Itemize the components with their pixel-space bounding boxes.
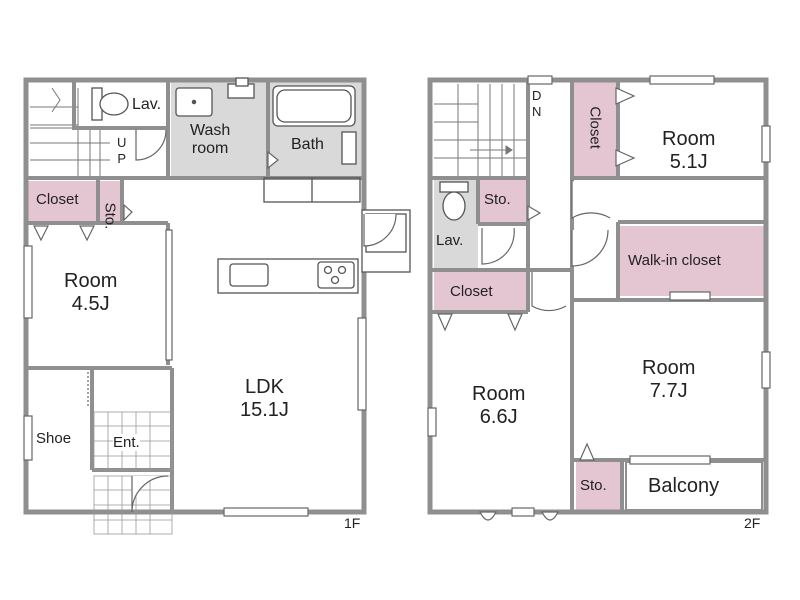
stair-up-label: U P — [117, 135, 127, 167]
balcony-label: Balcony — [648, 475, 720, 497]
entrance-tiles — [93, 411, 173, 535]
closet-label-2f: Closet — [450, 283, 493, 300]
storage-lower-2f-fill — [576, 462, 622, 510]
closet-vertical-fill — [574, 82, 616, 176]
lav-label-2f: Lav. — [436, 232, 464, 249]
wash-room-label: Wash room — [190, 122, 231, 158]
ldk-label: LDK 15.1J — [240, 376, 289, 421]
room-4-5j-label: Room 4.5J — [64, 270, 118, 315]
stairs-1f — [30, 87, 112, 176]
floor-2f-label: 2F — [744, 515, 761, 531]
stairs-2f — [434, 84, 526, 176]
doors-2f — [427, 75, 771, 521]
entrance-label: Ent. — [113, 434, 140, 452]
first-floor-plan — [23, 77, 411, 535]
closet-label-1f: Closet — [36, 191, 79, 208]
second-floor-plan — [427, 75, 771, 521]
storage-1f-fill — [98, 181, 122, 223]
room-6-6j-label: Room 6.6J — [472, 383, 526, 428]
storage-upper-2f-fill — [478, 180, 526, 224]
closet-vertical-label: Closet — [586, 106, 604, 149]
storage-upper-label-2f: Sto. — [484, 191, 511, 208]
walk-in-closet-fill — [620, 226, 764, 296]
shoe-label: Shoe — [36, 430, 72, 447]
doors-1f — [23, 129, 397, 517]
storage-lower-label-2f: Sto. — [580, 477, 607, 494]
walls-interior-2f — [432, 82, 764, 512]
floor-1f-label: 1F — [344, 515, 361, 531]
room-5-1j-label: Room 5.1J — [662, 128, 716, 173]
storage-label-1f: Sto. — [101, 202, 119, 230]
walk-in-closet-label: Walk-in closet — [628, 252, 721, 269]
fixtures-2f — [439, 181, 763, 511]
room-7-7j-label: Room 7.7J — [642, 357, 696, 402]
closet-1f-fill — [28, 181, 98, 223]
bath-label: Bath — [291, 136, 324, 153]
closet-2f-fill — [434, 272, 528, 310]
lav-label: Lav. — [132, 96, 162, 113]
walls-outer-2f — [427, 77, 769, 515]
stair-down-label: D N — [532, 88, 542, 119]
